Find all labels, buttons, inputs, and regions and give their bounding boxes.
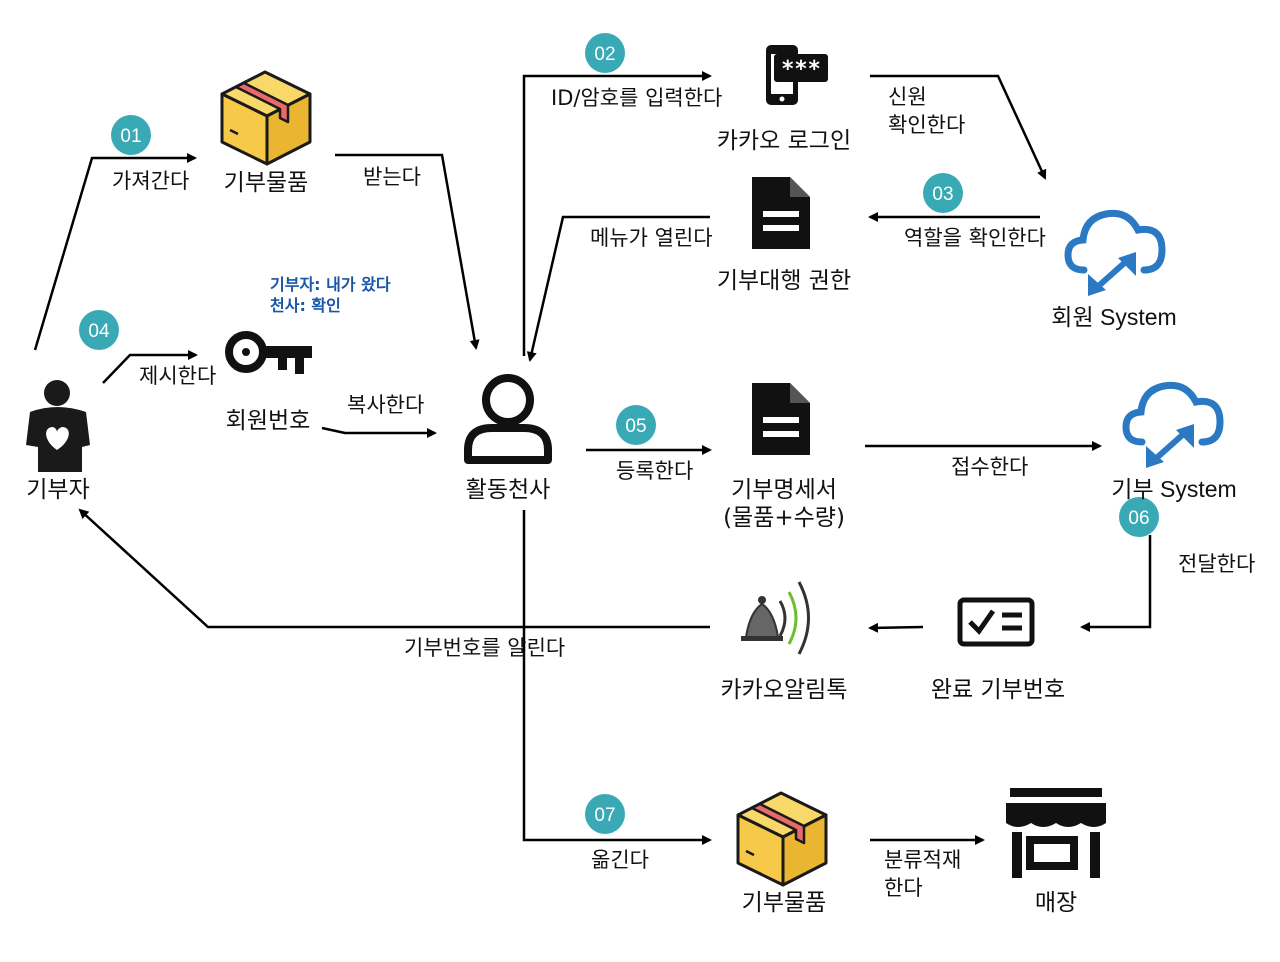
store-icon [1006, 788, 1106, 878]
badge-05: 05 [616, 405, 656, 445]
label-verify: 신원 [888, 85, 927, 109]
badge-04: 04 [79, 310, 119, 350]
checklist-icon [957, 597, 1035, 647]
label-move: 옮긴다 [591, 848, 649, 872]
node-kakao-talk: 카카오알림톡 [721, 677, 848, 703]
node-angel: 활동천사 [466, 477, 551, 503]
phone-password-icon: *** [766, 45, 828, 105]
arrow-present [102, 350, 198, 384]
cloud-sync-icon [1064, 209, 1166, 296]
donor-heart-icon [26, 380, 90, 472]
node-donor: 기부자 [26, 477, 89, 503]
label-verify-2: 확인한다 [888, 113, 965, 137]
label-copy: 복사한다 [347, 393, 424, 417]
arrow-move [522, 510, 712, 845]
svg-text:05: 05 [625, 416, 646, 437]
label-sort: 분류적재 [884, 848, 961, 872]
arrow-copy [321, 426, 437, 438]
node-statement: 기부명세서 [731, 477, 837, 503]
package-box-icon [220, 70, 312, 166]
arrow-to-kakao [868, 622, 924, 633]
label-notify: 기부번호를 알린다 [404, 636, 565, 660]
svg-text:01: 01 [120, 126, 141, 147]
node-member-no: 회원번호 [226, 408, 311, 434]
svg-text:02: 02 [594, 44, 615, 65]
arrow-verify [870, 74, 1047, 180]
svg-text:06: 06 [1128, 508, 1149, 529]
label-accept: 접수한다 [951, 455, 1028, 479]
badge-02: 02 [585, 33, 625, 73]
person-icon [464, 374, 552, 464]
node-kakao-login: 카카오 로그인 [717, 128, 851, 154]
document-icon [752, 383, 810, 455]
document-icon [752, 177, 810, 249]
notification-bell-icon [741, 581, 810, 655]
note-line-2: 천사: 확인 [270, 296, 341, 315]
note-line-1: 기부자: 내가 왔다 [270, 275, 391, 294]
label-deliver: 전달한다 [1178, 552, 1255, 576]
node-complete-no: 완료 기부번호 [931, 677, 1065, 703]
badge-07: 07 [585, 794, 625, 834]
svg-text:07: 07 [594, 805, 615, 826]
arrow-receive [335, 153, 480, 350]
node-item-top: 기부물품 [224, 170, 309, 196]
label-sort-2: 한다 [884, 876, 923, 900]
badge-06: 06 [1119, 497, 1159, 537]
arrow-menu-open [526, 215, 710, 362]
package-box-icon [736, 791, 828, 887]
label-register: 등록한다 [616, 459, 693, 483]
cloud-sync-icon [1122, 381, 1224, 468]
arrow-enter-id [522, 71, 712, 356]
label-present: 제시한다 [139, 364, 216, 388]
key-icon [225, 331, 312, 374]
node-donation-system: 기부 System [1111, 476, 1236, 502]
arrow-deliver [1080, 535, 1152, 632]
label-role-check: 역할을 확인한다 [904, 226, 1046, 250]
svg-text:04: 04 [88, 321, 110, 342]
node-item-bottom: 기부물품 [742, 890, 827, 916]
label-menu-open: 메뉴가 열린다 [590, 226, 713, 250]
svg-text:03: 03 [932, 184, 953, 205]
badge-01: 01 [111, 115, 151, 155]
label-receive: 받는다 [363, 165, 421, 189]
node-member-system: 회원 System [1051, 304, 1176, 330]
node-store: 매장 [1035, 890, 1077, 916]
svg-text:***: *** [781, 57, 821, 82]
node-proxy-auth: 기부대행 권한 [717, 268, 851, 294]
arrow-notify [78, 508, 710, 629]
badge-03: 03 [923, 173, 963, 213]
arrow-bring [33, 153, 197, 351]
label-bring: 가져간다 [112, 169, 189, 193]
label-enter-id: ID/암호를 입력한다 [551, 86, 722, 110]
node-statement-sub: (물품+수량) [723, 505, 845, 531]
